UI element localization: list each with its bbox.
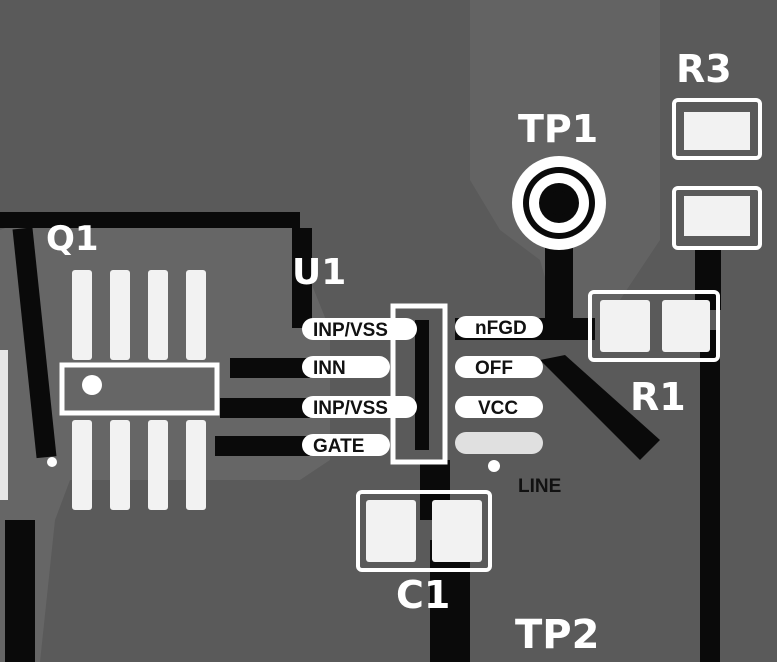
- q1-pad: [186, 270, 206, 360]
- pin-pill: [455, 316, 543, 338]
- pin-label-left-3: INP/VSS: [313, 398, 388, 419]
- pin-label-left-2: INN: [313, 358, 346, 379]
- u1-outline: [390, 303, 448, 465]
- c1-pad-left: [366, 500, 416, 562]
- r3-pad-top-outline: [672, 98, 762, 160]
- pin-pill: [302, 356, 390, 378]
- trace-vcc-diag: [540, 355, 660, 460]
- trace-pin-inp2: [220, 398, 310, 418]
- q1-silk-dot: [47, 457, 57, 467]
- pin-pill: [455, 356, 543, 378]
- c1-outline: [356, 490, 492, 572]
- q1-pad: [110, 420, 130, 510]
- trace-u1-left: [292, 228, 312, 328]
- q1-pin1-dot: [82, 375, 102, 395]
- r1-outline: [588, 290, 720, 362]
- designator-tp2: TP2: [515, 612, 599, 658]
- designator-u1: U1: [292, 252, 346, 293]
- pin-label-right-3: VCC: [478, 398, 518, 419]
- q1-footprint: [47, 270, 220, 510]
- net-label-line: LINE: [518, 476, 561, 497]
- pin-pill: [302, 434, 390, 456]
- pin-label-right-2: OFF: [475, 358, 513, 379]
- trace-pin-gate: [215, 436, 310, 456]
- pin-pill: [455, 396, 543, 418]
- r3-pad-bottom-outline: [672, 186, 762, 250]
- tp1-footprint: [512, 156, 606, 250]
- trace-pin-inn: [230, 358, 310, 378]
- r3-footprint: [672, 98, 762, 250]
- trace-q1-top: [0, 212, 300, 228]
- c1-pad-right: [432, 500, 482, 562]
- q1-pad: [72, 270, 92, 360]
- q1-pad: [186, 420, 206, 510]
- u1-footprint: [390, 303, 448, 465]
- left-edge-pad: [0, 350, 8, 500]
- r3-pad-top: [684, 112, 750, 150]
- trace-left-diag: [5, 520, 35, 662]
- pin-pill: [302, 396, 417, 418]
- u1-right-pins: nFGD OFF VCC: [455, 316, 543, 454]
- designator-r1: R1: [630, 375, 686, 419]
- q1-pad: [148, 270, 168, 360]
- designator-c1: C1: [396, 573, 450, 617]
- q1-pads-bottom: [72, 420, 206, 510]
- q1-pad: [148, 420, 168, 510]
- r3-pad-bottom: [684, 196, 750, 236]
- r1-footprint: [588, 290, 720, 362]
- u1-left-pins: INP/VSS INN INP/VSS GATE: [302, 318, 417, 457]
- pin-label-left-4: GATE: [313, 436, 364, 457]
- q1-pads-top: [72, 270, 206, 360]
- designator-tp1: TP1: [518, 107, 598, 151]
- pin-label-left-1: INP/VSS: [313, 320, 388, 341]
- pin-pill: [455, 432, 543, 454]
- trace-left-vert: [12, 227, 57, 459]
- r1-pad-right: [662, 300, 710, 352]
- r1-pad-left: [600, 300, 650, 352]
- q1-pad: [72, 420, 92, 510]
- q1-pad: [110, 270, 130, 360]
- pin-label-right-1: nFGD: [475, 318, 527, 339]
- pin-pill: [302, 318, 417, 340]
- line-via-dot: [488, 460, 500, 472]
- designator-r3: R3: [676, 47, 732, 91]
- trace-right-vert: [700, 330, 720, 662]
- c1-footprint: [356, 490, 492, 572]
- u1-inner: [415, 320, 429, 450]
- designator-q1: Q1: [46, 219, 99, 259]
- tp1-hole: [547, 191, 571, 215]
- q1-body-outline: [59, 362, 220, 416]
